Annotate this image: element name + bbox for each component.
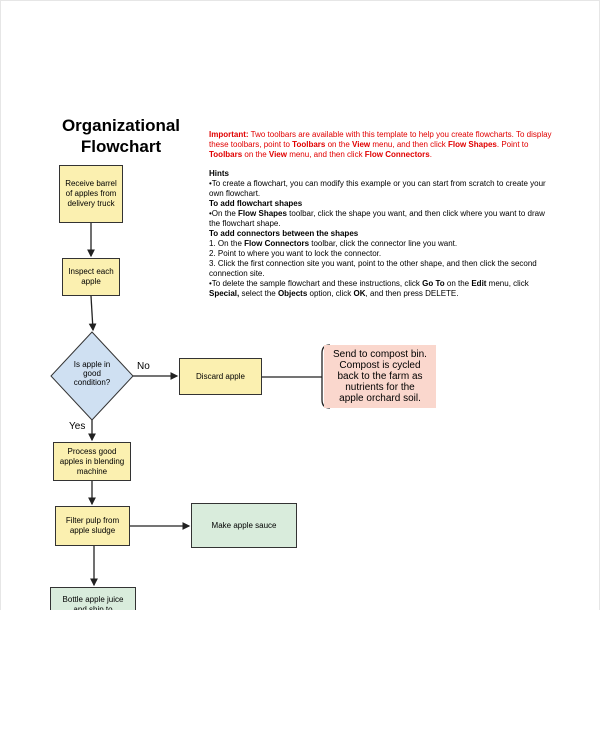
filter-pulp-step[interactable]: Filter pulp from apple sludge bbox=[55, 506, 130, 546]
inspect-apple-label: Inspect each apple bbox=[68, 267, 114, 286]
no-branch-label: No bbox=[137, 361, 150, 372]
conn-1b: Flow Connectors bbox=[244, 239, 310, 248]
del-b: Go To bbox=[422, 279, 445, 288]
shapes-text-a: •On the bbox=[209, 209, 239, 218]
important-text-4: . Point to bbox=[496, 140, 529, 149]
del-c: on the bbox=[444, 279, 472, 288]
important-text-1: Two toolbars are available with this tem… bbox=[209, 130, 552, 149]
receive-barrel-label: Receive barrel of apples from delivery t… bbox=[65, 179, 117, 208]
instructions-panel: Important: Two toolbars are available wi… bbox=[209, 130, 555, 299]
flow-connectors-term-1: Flow Connectors bbox=[364, 150, 430, 159]
bottle-juice-label: Bottle apple juice and ship to bbox=[62, 595, 124, 614]
title-line-1: Organizational bbox=[61, 116, 181, 135]
receive-barrel-step[interactable]: Receive barrel of apples from delivery t… bbox=[59, 165, 123, 223]
connector-step-1: 1. On the Flow Connectors toolbar, click… bbox=[209, 239, 555, 249]
important-text-6: menu, and then click bbox=[286, 150, 365, 159]
compost-annotation-text: Send to compost bin. Compost is cycled b… bbox=[333, 349, 427, 404]
conn-1a: 1. On the bbox=[209, 239, 245, 248]
flow-shapes-term-1: Flow Shapes bbox=[447, 140, 497, 149]
inspect-apple-step[interactable]: Inspect each apple bbox=[62, 258, 120, 296]
delete-instructions: •To delete the sample flowchart and thes… bbox=[209, 279, 555, 299]
important-text-2: on the bbox=[325, 140, 353, 149]
view-term-2: View bbox=[268, 150, 287, 159]
page-bottom-whitespace bbox=[0, 610, 600, 730]
shapes-text-b: Flow Shapes bbox=[238, 209, 287, 218]
important-label: Important: bbox=[209, 130, 249, 139]
del-f: Special, bbox=[209, 289, 240, 298]
title-line-2: Flowchart bbox=[80, 137, 162, 156]
del-k: , and then press DELETE. bbox=[365, 289, 459, 298]
add-connectors-heading: To add connectors between the shapes bbox=[209, 229, 359, 238]
del-h: Objects bbox=[277, 289, 308, 298]
compost-annotation: Send to compost bin. Compost is cycled b… bbox=[324, 345, 436, 408]
toolbars-term-2: Toolbars bbox=[209, 150, 243, 159]
add-shapes-heading: To add flowchart shapes bbox=[209, 199, 303, 208]
page-title: Organizational Flowchart bbox=[52, 115, 190, 157]
add-shapes-text: •On the Flow Shapes toolbar, click the s… bbox=[209, 209, 555, 229]
del-j: OK bbox=[353, 289, 366, 298]
process-apples-label: Process good apples in blending machine bbox=[59, 446, 125, 476]
shapes-text-c: toolbar, click the shape you want, and t… bbox=[209, 209, 545, 228]
important-note: Important: Two toolbars are available wi… bbox=[209, 130, 555, 160]
conn-1c: toolbar, click the connector line you wa… bbox=[309, 239, 458, 248]
important-text-5: on the bbox=[242, 150, 269, 159]
del-g: select the bbox=[239, 289, 278, 298]
discard-apple-step[interactable]: Discard apple bbox=[179, 358, 262, 395]
del-e: menu, click bbox=[486, 279, 529, 288]
toolbars-term-1: Toolbars bbox=[292, 140, 326, 149]
hint-1: •To create a flowchart, you can modify t… bbox=[209, 179, 546, 198]
discard-apple-label: Discard apple bbox=[196, 371, 245, 381]
make-apple-sauce-label: Make apple sauce bbox=[211, 520, 277, 530]
connector-step-2: 2. Point to where you want to lock the c… bbox=[209, 249, 382, 258]
yes-branch-label: Yes bbox=[69, 421, 86, 432]
process-apples-step[interactable]: Process good apples in blending machine bbox=[53, 442, 131, 481]
make-apple-sauce-step[interactable]: Make apple sauce bbox=[191, 503, 297, 548]
filter-pulp-label: Filter pulp from apple sludge bbox=[65, 516, 120, 535]
important-text-7: . bbox=[429, 150, 432, 159]
del-a: •To delete the sample flowchart and thes… bbox=[209, 279, 423, 288]
important-text-3: menu, and then click bbox=[370, 140, 448, 149]
decision-label: Is apple in good condition? bbox=[73, 360, 111, 387]
connector-step-3: 3. Click the first connection site you w… bbox=[209, 259, 537, 278]
del-d: Edit bbox=[471, 279, 487, 288]
del-i: option, click bbox=[307, 289, 354, 298]
hints-heading: Hints bbox=[209, 169, 229, 178]
view-term-1: View bbox=[352, 140, 371, 149]
